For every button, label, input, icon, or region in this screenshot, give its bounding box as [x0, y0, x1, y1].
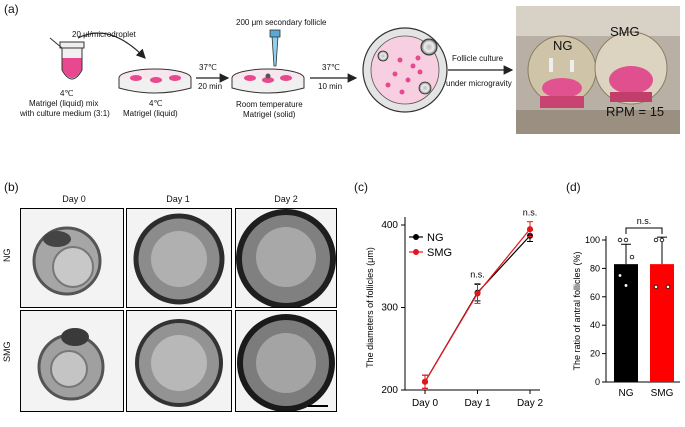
panel-a-label: (a)	[4, 2, 19, 16]
legend-label: NG	[427, 232, 444, 244]
data-point-smg	[527, 226, 533, 233]
dish-top-view-icon	[362, 27, 448, 113]
step2-time-label: 10 min	[318, 82, 343, 91]
clinostat-photo	[516, 6, 680, 134]
x-tick-label: Day 0	[412, 398, 439, 409]
y-axis-label: The ratio of antral follicles (%)	[572, 251, 582, 370]
workflow-schematic	[49, 6, 680, 134]
legend-marker	[413, 234, 419, 240]
bar-ng	[614, 264, 638, 382]
y-tick-label: 40	[590, 320, 600, 330]
dish-2-icon	[231, 68, 305, 94]
droplet-arrow	[77, 32, 146, 59]
panel-b-label: (b)	[4, 180, 19, 194]
x-tick-label: NG	[619, 388, 634, 399]
y-tick-label: 100	[585, 235, 600, 245]
replicate-point	[629, 254, 635, 260]
y-tick-label: 60	[590, 292, 600, 302]
replicate-point	[653, 284, 659, 290]
significance-label: n.s.	[637, 216, 652, 226]
pipette-icon	[269, 29, 281, 67]
y-tick-label: 200	[381, 385, 398, 396]
replicate-point	[617, 273, 623, 278]
droplet-volume-label: 20 μl/microdroplet	[72, 30, 136, 39]
significance-bracket	[625, 227, 663, 234]
tube-icon	[49, 37, 85, 80]
row-label-smg: SMG	[2, 341, 12, 362]
y-axis-label: The diameters of follicles (μm)	[365, 247, 375, 368]
panel-d-label: (d)	[566, 180, 581, 194]
micrograph-smg-day1	[126, 310, 232, 412]
dish2-caption-line2: Matrigel (solid)	[243, 110, 296, 119]
step1-temp-label: 37℃	[199, 63, 217, 72]
y-tick-label: 400	[381, 220, 398, 231]
row-label-ng: NG	[2, 248, 12, 263]
culture-label-line2: under microgravity	[446, 79, 512, 88]
micrograph-ng-day2	[235, 208, 337, 308]
micrograph-smg-day2	[235, 310, 337, 412]
column-header-day0: Day 0	[62, 194, 86, 204]
replicate-point	[659, 237, 665, 243]
replicate-point	[623, 237, 629, 243]
x-tick-label: Day 1	[464, 398, 491, 409]
y-tick-label: 0	[595, 377, 600, 387]
dish2-caption-line1: Room temperature	[236, 100, 303, 109]
tube-temp-label: 4℃	[60, 89, 74, 98]
y-tick-label: 80	[590, 263, 600, 273]
step2-temp-label: 37℃	[322, 63, 340, 72]
replicate-point	[665, 284, 671, 290]
panel-c-label: (c)	[354, 180, 368, 194]
replicate-point	[623, 283, 629, 288]
tube-caption-line1: Matrigel (liquid) mix	[29, 99, 99, 108]
legend-label: SMG	[427, 247, 452, 259]
scale-bar	[308, 405, 328, 407]
photo-ng-label: NG	[553, 38, 573, 53]
step1-time-label: 20 min	[198, 82, 223, 91]
micrograph-ng-day0	[20, 208, 124, 308]
follicle-size-label: 200 μm secondary follicle	[236, 18, 327, 27]
dish1-temp-label: 4℃	[149, 99, 163, 108]
dish1-caption: Matrigel (liquid)	[123, 109, 178, 118]
culture-label-line1: Follicle culture	[452, 54, 504, 63]
replicate-point	[653, 237, 659, 243]
column-header-day2: Day 2	[274, 194, 298, 204]
bar-smg	[650, 264, 674, 382]
significance-label: n.s.	[523, 208, 538, 218]
micrograph-smg-day0	[20, 310, 124, 412]
significance-label: n.s.	[470, 270, 485, 280]
tube-caption-line2: with culture medium (3:1)	[20, 109, 110, 118]
y-tick-label: 20	[590, 349, 600, 359]
x-tick-label: Day 2	[517, 398, 544, 409]
data-point-smg	[474, 290, 481, 297]
micrograph-ng-day1	[126, 208, 232, 308]
dish-1-icon	[118, 68, 192, 94]
x-tick-label: SMG	[651, 388, 674, 399]
legend-marker	[413, 249, 419, 255]
photo-rpm-label: RPM = 15	[606, 104, 665, 119]
replicate-point	[617, 237, 623, 243]
data-point-smg	[422, 378, 428, 385]
photo-smg-label: SMG	[610, 24, 640, 39]
column-header-day1: Day 1	[166, 194, 190, 204]
y-tick-label: 300	[381, 303, 398, 314]
